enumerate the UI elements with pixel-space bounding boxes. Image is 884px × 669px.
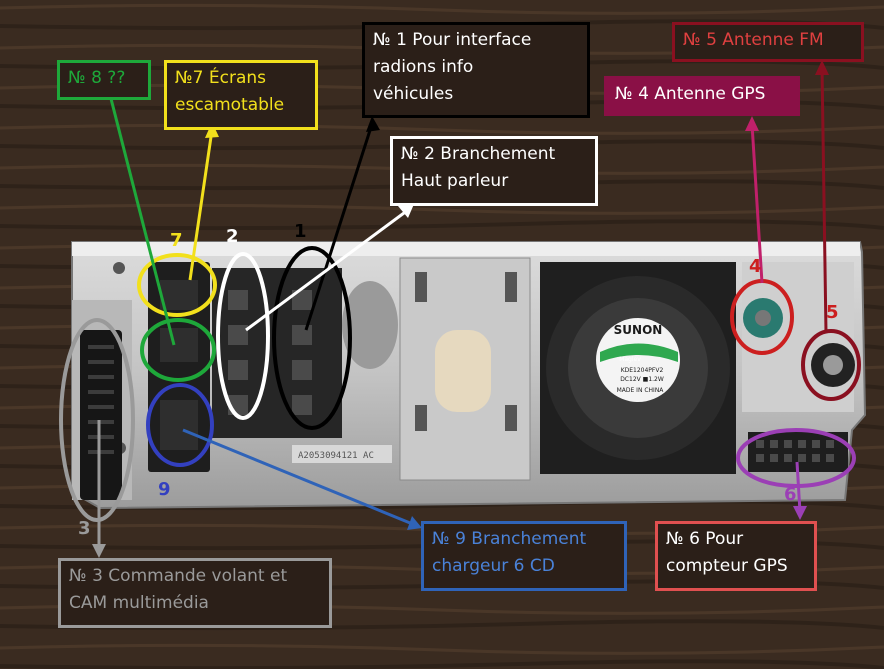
fan-sub-text: Maglev bbox=[619, 356, 641, 363]
marker-2: 2 bbox=[226, 226, 239, 247]
highlight-1 bbox=[272, 246, 352, 430]
unit-code-text: A2053094121 AC bbox=[298, 451, 374, 461]
label-n7: №7 Écrans escamotable bbox=[164, 60, 318, 130]
fan-model-text: KDE1204PFV2 bbox=[621, 367, 664, 374]
label-n8: № 8 ?? bbox=[57, 60, 151, 100]
label-n1: № 1 Pour interface radions info véhicule… bbox=[362, 22, 590, 118]
fan-rating-text: DC12V ■1.2W bbox=[620, 376, 664, 383]
marker-1: 1 bbox=[294, 221, 307, 242]
fan-origin-text: MADE IN CHINA bbox=[617, 387, 665, 394]
marker-3: 3 bbox=[78, 518, 91, 539]
label-n4: № 4 Antenne GPS bbox=[604, 76, 800, 116]
marker-7: 7 bbox=[170, 230, 183, 251]
highlight-7 bbox=[137, 253, 217, 317]
label-n5: № 5 Antenne FM bbox=[672, 22, 864, 62]
marker-5: 5 bbox=[826, 302, 839, 323]
label-n2: № 2 Branchement Haut parleur bbox=[390, 136, 598, 206]
marker-4: 4 bbox=[749, 256, 762, 277]
marker-9: 9 bbox=[158, 479, 171, 500]
highlight-3 bbox=[59, 318, 135, 522]
label-n9: № 9 Branchement chargeur 6 CD bbox=[421, 521, 627, 591]
label-n3: № 3 Commande volant et CAM multimédia bbox=[58, 558, 332, 628]
label-n6: № 6 Pour compteur GPS bbox=[655, 521, 817, 591]
marker-6: 6 bbox=[784, 484, 797, 505]
highlight-2 bbox=[216, 252, 270, 420]
highlight-6 bbox=[736, 428, 856, 488]
highlight-9 bbox=[146, 383, 214, 467]
highlight-8 bbox=[140, 318, 216, 382]
highlight-5 bbox=[801, 329, 861, 401]
fan-brand-text: SUNON bbox=[614, 323, 663, 337]
